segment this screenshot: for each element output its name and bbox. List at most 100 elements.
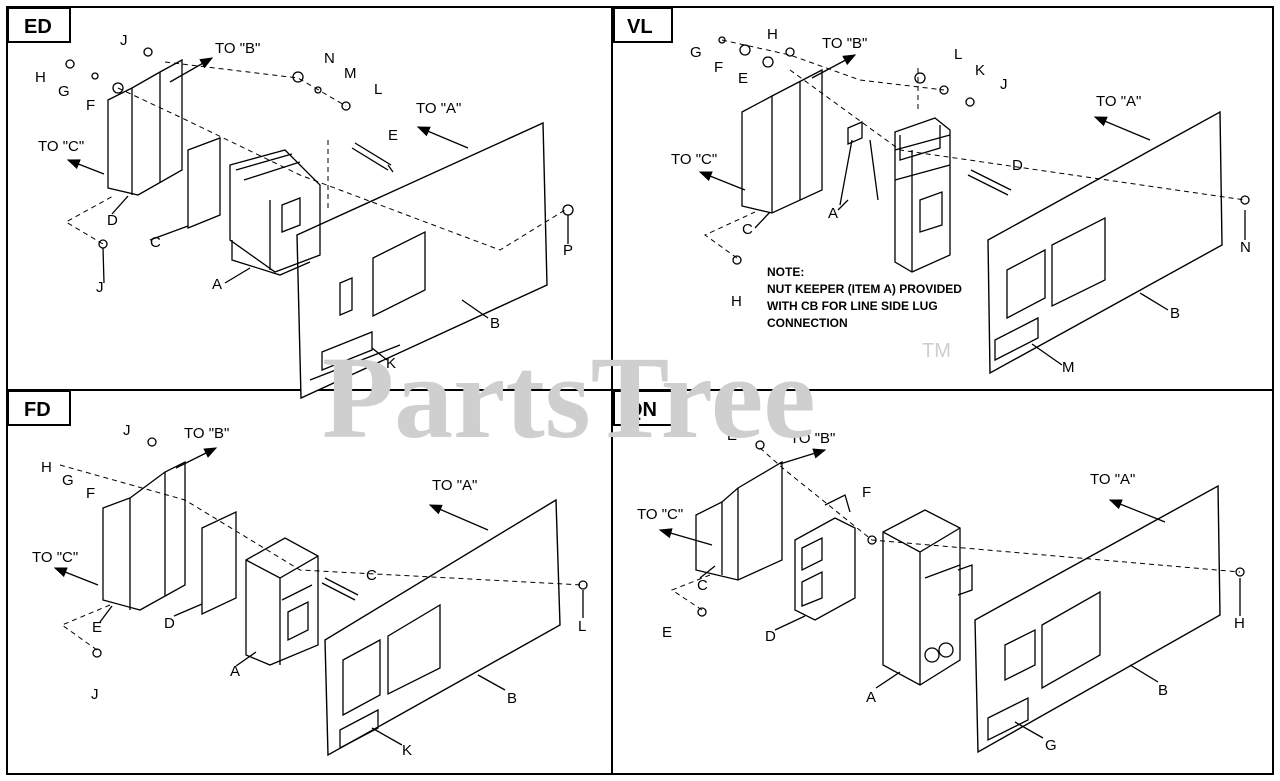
panels-vl-labels-d: D [1012,157,1023,174]
part-outline [92,648,102,658]
note-line-3: CONNECTION [767,316,848,330]
window-cutout [372,230,426,318]
assembly-line [60,604,111,651]
operating-handle [794,517,856,621]
part-outline [924,647,940,663]
cover-plate [324,498,561,757]
panels-qn-labels-a: A [866,689,876,706]
panels-qn-labels-b: B [1158,682,1168,699]
part-outline [779,448,827,465]
panel-qn: QN E F C E D A H B G TO "A" TO "B" TO "C… [613,390,1245,754]
panels-vl-to-b: TO "B" [822,35,867,52]
part-outline [1240,195,1250,205]
part-outline [839,121,879,206]
callout-m: M [344,65,357,82]
callout-b: B [490,315,500,332]
part-outline [131,72,161,195]
part-outline [91,72,99,80]
part-outline [718,36,726,44]
to-b-arrow [169,57,214,83]
panels-qn-to-c: TO "C" [637,506,683,523]
panels-fd-to-c: TO "C" [32,549,78,566]
to-c-label: TO "C" [38,138,84,155]
part-outline [1235,567,1245,577]
watermark-trademark: TM [922,340,951,362]
assembly-line [117,87,566,251]
panels-fd-labels-b: B [507,690,517,707]
breaker [245,537,319,666]
to-a-label: TO "A" [416,100,461,117]
panels-fd-labels-d: D [164,615,175,632]
part-outline [245,555,319,665]
panels-qn-labels-e: E [727,427,737,444]
part-outline [994,216,1106,362]
part-outline [112,82,124,94]
part-outline [754,199,1246,366]
part-outline [143,47,153,57]
callout-l: L [374,81,382,98]
panels-vl-labels-g: G [690,44,702,61]
panels-fd-labels-l: L [578,618,586,635]
assembly-line [59,464,584,586]
panels-vl-labels-h: H [767,26,778,43]
part-outline [899,125,941,161]
panels-fd-labels-e: E [92,619,102,636]
callout-p: P [563,242,573,259]
part-outline [987,590,1101,742]
label-plate [321,331,373,371]
cover-plate [974,484,1221,754]
panels-qn-labels-d: D [765,628,776,645]
part-outline [699,565,1241,739]
mounting-bracket [102,460,186,611]
panels-vl-to-c: TO "C" [671,151,717,168]
to-a-arrow [416,126,469,149]
part-outline [102,195,569,361]
panel-tag-ed: ED [24,16,52,38]
mounting-bracket [107,58,183,196]
part-outline [811,54,857,79]
panels-vl-labels-m: M [1062,359,1075,376]
panels-qn-labels-h: H [1234,615,1245,632]
panel-fd: FD J H G F E D J A C L B K TO "A" TO "B" [7,390,588,759]
panel-tag-qn: QN [627,399,657,421]
mounting-bracket [741,68,823,214]
part-outline [698,171,746,191]
panels-fd-labels-a: A [230,663,240,680]
part-outline [341,101,351,111]
panel-ed: ED J H G [7,7,574,400]
mounting-bracket [695,460,783,581]
callout-g: G [58,83,70,100]
part-outline [1108,499,1166,523]
part-outline [755,440,765,450]
panels-vl-labels-a: A [828,205,838,222]
part-outline [785,47,795,57]
part-outline [894,134,951,272]
part-outline [721,488,739,580]
note-line-2: WITH CB FOR LINE SIDE LUG [767,299,938,313]
panel-tag-vl: VL [627,16,653,38]
note-heading: NOTE: [767,265,804,279]
panels-vl-labels-e: E [738,70,748,87]
panels-fd-labels-c: C [366,567,377,584]
part-outline [578,580,588,590]
part-outline [732,255,742,265]
panels-fd-labels-h: H [41,459,52,476]
part-outline [658,528,713,546]
panels-vl-labels-f: F [714,59,723,76]
panel-tag-fd: FD [24,399,51,421]
panels-vl-to-a: TO "A" [1096,93,1141,110]
part-outline [99,590,584,746]
breaker [882,509,961,686]
panels-vl-labels-h2: H [731,293,742,310]
panels-vl-labels-n: N [1240,239,1251,256]
panels-fd-labels-g: G [62,472,74,489]
breaker [894,117,951,273]
part-outline [801,494,851,607]
part-outline [697,607,707,617]
panels-qn-to-b: TO "B" [790,430,835,447]
assembly-line [670,574,711,611]
part-outline [938,642,954,658]
part-outline [147,437,157,447]
panels-qn-labels-f: F [862,484,871,501]
